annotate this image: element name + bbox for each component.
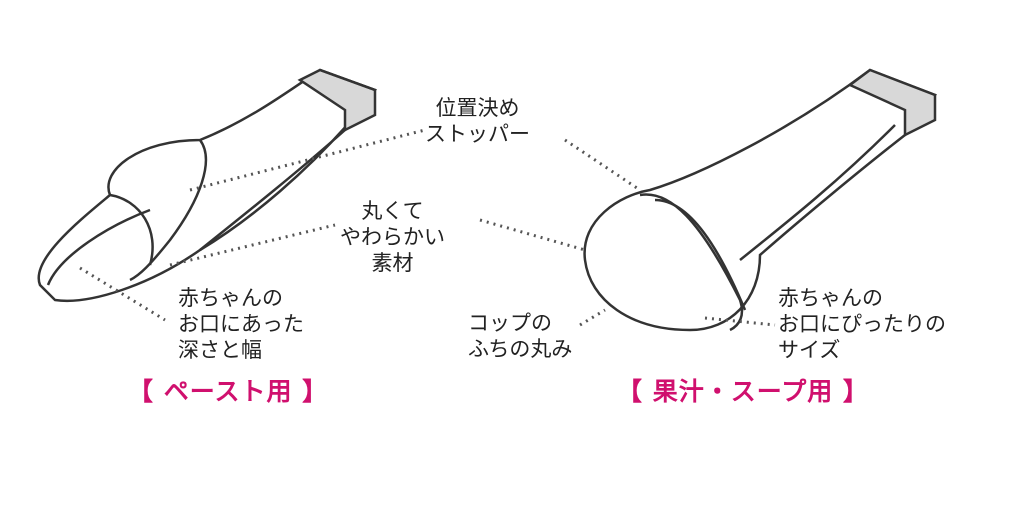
tag-paste: 【 ペースト用 】 [128, 377, 329, 406]
callout-line: 位置決め [435, 96, 520, 120]
callout-line: 素材 [371, 251, 414, 275]
callout-line: コップの [468, 311, 552, 335]
callout-line: やわらかい [340, 225, 445, 249]
callout-line: 赤ちゃんの [778, 286, 883, 310]
callout-juice-size: 赤ちゃんの お口にぴったりの サイズ [778, 285, 946, 363]
leader-lines [79, 128, 776, 327]
paste-spoon [37, 68, 378, 302]
callout-cup-rim: コップの ふちの丸み [468, 310, 572, 362]
callout-stopper: 位置決め ストッパー [425, 95, 530, 147]
callout-line: お口にあった [178, 312, 304, 336]
callout-line: 丸くて [361, 199, 424, 223]
callout-soft-material: 丸くて やわらかい 素材 [340, 198, 445, 276]
callout-line: 赤ちゃんの [178, 286, 283, 310]
callout-line: お口にぴったりの [778, 312, 946, 336]
tag-juice-soup: 【 果汁・スープ用 】 [617, 377, 869, 406]
callout-line: 深さと幅 [178, 338, 262, 362]
callout-line: ふちの丸み [468, 337, 573, 361]
callout-paste-depth: 赤ちゃんの お口にあった 深さと幅 [178, 285, 304, 363]
callout-line: ストッパー [425, 122, 530, 146]
callout-line: サイズ [778, 338, 841, 362]
juice-spoon [583, 68, 937, 332]
